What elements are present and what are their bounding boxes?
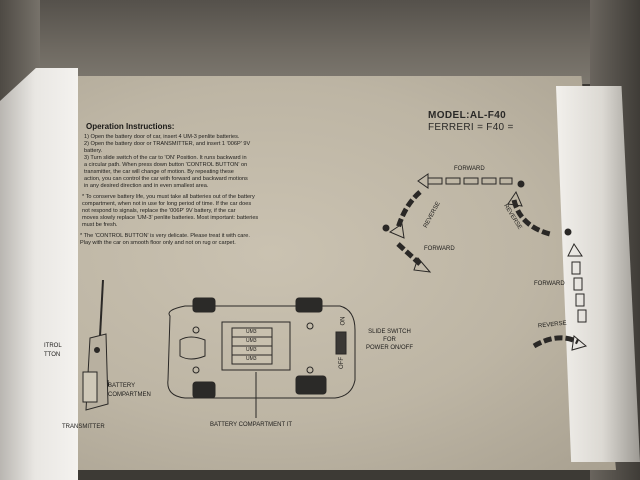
instruction-line: Play with the car on smooth floor only a… [80,240,236,246]
arrow-segment [577,309,587,323]
motion-diagram [382,173,588,351]
arrow-segment [575,293,585,307]
curved-arrow [532,335,580,349]
on-label: ON [340,316,347,326]
curved-arrow [511,199,551,237]
car-wheel [192,297,216,313]
car-wheel [295,375,327,395]
instruction-line: 3) Turn slide switch of the car to 'ON' … [84,155,247,161]
box-inner-top-wall [0,0,640,84]
transmitter-drawing [82,279,109,411]
arrow-head [388,223,405,239]
arrow-head [417,173,429,189]
um3-label: UM3 [246,347,257,353]
instruction-line: not respond to signals, replace the '006… [82,208,236,214]
instruction-card [40,76,616,470]
instruction-line: * The 'CONTROL BUTTON' is very delicate.… [80,233,250,239]
instruction-line: in any desired direction and in even sma… [84,183,209,189]
arrow-segment [499,177,513,185]
car-screw [192,366,200,374]
card-heading: Operation Instructions: [86,122,175,131]
um3-label: UM3 [246,338,257,344]
car-screw [192,326,200,334]
curved-arrow [395,190,422,229]
um3-label: UM3 [246,329,257,335]
um3-label: UM3 [246,356,257,362]
control-button-label: ITROL TTON [44,343,62,358]
forward-label: FORWARD [424,246,455,252]
battery-compartment-car-label: BATTERY COMPARTMENT IT [210,422,293,428]
arrow-head [571,335,588,351]
forward-label: FORWARD [454,166,485,172]
forward-label: FORWARD [534,281,565,287]
arrow-head [413,257,432,273]
instruction-line: battery. [84,148,103,154]
instruction-line: 2) Open the battery door or TRANSMITTER,… [84,141,251,147]
arrow-segment [573,277,583,291]
slide-switch-label: SLIDE SWITCH FOR POWER ON/OFF [366,329,413,351]
off-label: OFF [339,357,345,369]
arrow-segment [571,261,581,275]
transmitter-antenna [99,279,104,337]
arrow-segment [445,177,461,185]
battery-compartment-frame [221,321,291,371]
instruction-line: a circular path. When press down button … [84,162,248,168]
start-dot [382,224,390,232]
instruction-line: compartment, when not in use for long pe… [82,201,252,207]
control-button [94,347,100,353]
ferreri-line: FERRERI = F40 = [428,122,514,133]
battery-compartment-label: BATTERY COMPARTMEN [108,383,151,398]
car-motor [179,336,206,360]
instruction-line: 1) Open the battery door of car, insert … [84,134,240,140]
car-body-outline [167,305,356,399]
curved-arrow [396,242,422,266]
start-dot [564,228,572,236]
car-screw [306,322,314,330]
car-drawing [107,297,356,418]
transmitter-battery [82,371,98,403]
slide-switch [335,331,347,355]
instruction-line: must be fresh. [82,222,118,228]
arrow-segment [463,177,479,185]
arrow-head [507,190,523,207]
instruction-line: action, you can control the car with for… [84,176,248,182]
car-screw [306,366,314,374]
left-white-insert [0,68,78,480]
start-dot [517,180,525,188]
instruction-line: * To conserve battery life, you must tak… [82,194,255,200]
car-wheel [192,381,216,399]
arrow-segment [481,177,497,185]
transmitter-label: TRANSMITTER [62,424,105,430]
arrow-segment [427,177,443,185]
instruction-line: moves slowly replace 'UM-3' penlite batt… [82,215,259,221]
model-line: MODEL:AL-F40 [428,110,507,121]
arrow-head [567,243,583,257]
battery-um3 [231,354,273,365]
instruction-line: transmitter, the car will change of moti… [84,169,234,175]
car-wheel [295,297,323,313]
